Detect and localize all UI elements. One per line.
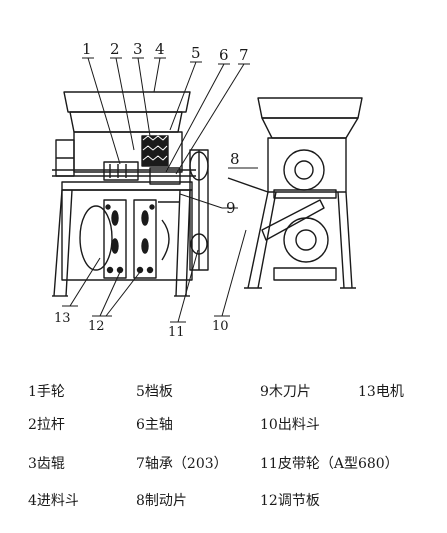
discharge-chute (261, 199, 325, 241)
callout-10: 10 (212, 319, 229, 334)
callout-12: 12 (88, 319, 105, 334)
legend-item: 4进料斗 (28, 493, 79, 509)
callout-9: 9 (226, 199, 236, 217)
legend-item: 1手轮 (28, 384, 65, 400)
legend-item: 7轴承（203） (136, 456, 228, 472)
lower-frame (61, 189, 193, 281)
callout-4: 4 (155, 40, 165, 58)
legend-item: 13电机 (358, 384, 404, 400)
legend-item: 5档板 (136, 384, 173, 400)
callout-13: 13 (54, 311, 71, 326)
handwheel-block (103, 161, 139, 181)
feed-hopper (63, 91, 191, 113)
leader-lines (62, 57, 258, 323)
legend-item: 12调节板 (260, 493, 320, 509)
callout-6: 6 (219, 46, 229, 64)
callout-5: 5 (191, 44, 201, 62)
legend-item: 11皮带轮（A型680） (260, 456, 399, 472)
motor-cylinder (79, 205, 113, 271)
bearing-block (149, 167, 181, 185)
callout-11: 11 (168, 325, 185, 340)
legend-item: 9木刀片 (260, 384, 311, 400)
blade-holders (103, 199, 157, 279)
callout-8: 8 (230, 150, 240, 168)
callout-3: 3 (133, 40, 143, 58)
legend-item: 10出料斗 (260, 417, 320, 433)
legend-item: 2拉杆 (28, 417, 65, 433)
legend-item: 3齿辊 (28, 456, 65, 472)
front-view (52, 91, 209, 297)
brake-plate (227, 177, 269, 193)
callout-7: 7 (239, 46, 249, 64)
legend-item: 8制动片 (136, 493, 187, 509)
toothed-roller (141, 135, 169, 167)
legend-item: 6主轴 (136, 417, 173, 433)
callout-2: 2 (110, 40, 120, 58)
side-view (227, 97, 363, 289)
callout-1: 1 (82, 40, 92, 58)
